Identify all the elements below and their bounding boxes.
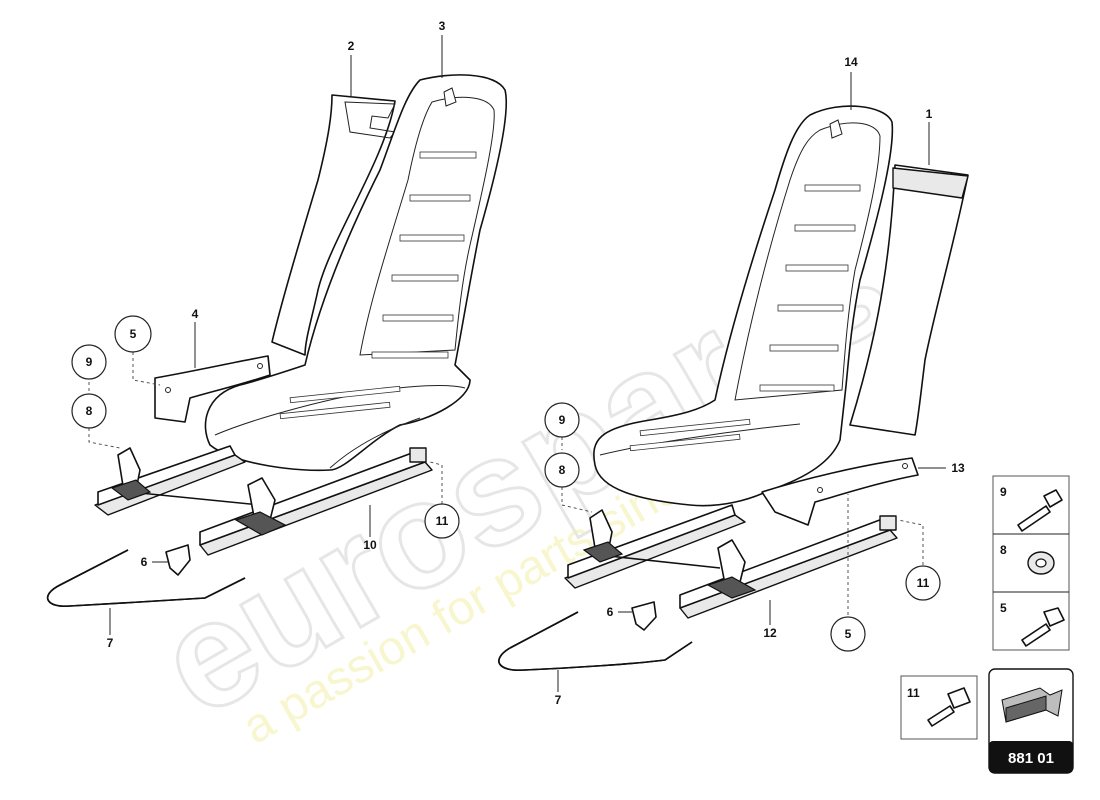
- callout-10: 10: [363, 538, 377, 552]
- seat-shell-right: [593, 105, 894, 507]
- seat-rails-left: [94, 445, 433, 556]
- diagram-code: 881 01: [1008, 750, 1054, 767]
- callout-11: 11: [436, 514, 449, 528]
- callout-6-right: 6: [607, 605, 614, 619]
- callout-7-right: 7: [555, 693, 562, 707]
- callout-9: 9: [86, 355, 93, 369]
- side-bracket-left: [154, 355, 271, 423]
- right-seat-assembly: [498, 105, 969, 671]
- callout-5: 5: [130, 327, 137, 341]
- left-seat-assembly: [46, 74, 508, 607]
- callout-bubble-9-right: [544, 402, 580, 438]
- callouts-left: 2 3 4 5 9 8 6 7 10 11: [71, 19, 460, 650]
- callout-bubble-11: [424, 503, 460, 539]
- knob-left: [165, 544, 191, 576]
- seat-stitching-right: [629, 184, 861, 452]
- legend-label-9: 9: [1000, 485, 1007, 499]
- diagram-code-box: [989, 741, 1073, 773]
- screw-icon: [1021, 607, 1065, 647]
- callout-2: 2: [348, 39, 355, 53]
- seat-shell-left: [204, 74, 508, 472]
- callout-11-right: 11: [917, 576, 930, 590]
- stud-bolt-box: 11: [900, 675, 978, 740]
- callout-bubble-9: [71, 344, 107, 380]
- stud-bolt-icon: [927, 687, 971, 727]
- callout-bubble-11-right: [905, 565, 941, 601]
- legend-label-8: 8: [1000, 543, 1007, 557]
- diagram-code-panel: 881 01: [988, 668, 1074, 774]
- callout-bubble-5-right: [830, 616, 866, 652]
- side-bracket-right: [761, 457, 919, 526]
- logo-emblem-left: [443, 87, 457, 107]
- callouts-right: 14 1 9 8 13 11 6 5 7 12: [544, 55, 965, 707]
- callout-9-right: 9: [559, 413, 566, 427]
- legend-label-5: 5: [1000, 601, 1007, 615]
- bolt-icon: [1017, 489, 1063, 532]
- arrow-icon: [1001, 687, 1063, 723]
- seat-back-cover-left: [271, 94, 396, 356]
- callout-1: 1: [926, 107, 933, 121]
- seat-back-cover-right: [849, 164, 969, 436]
- washer-icon: [1027, 551, 1055, 575]
- callout-4: 4: [192, 307, 199, 321]
- fastener-legend: 9 8 5: [992, 475, 1070, 651]
- adjust-bar-right: [498, 611, 693, 671]
- legend-label-11: 11: [907, 686, 920, 700]
- callout-6: 6: [141, 555, 148, 569]
- callout-14: 14: [844, 55, 858, 69]
- callout-12: 12: [763, 626, 777, 640]
- callout-bubble-8-right: [544, 452, 580, 488]
- callout-3: 3: [439, 19, 446, 33]
- callout-7: 7: [107, 636, 114, 650]
- seat-rails-right: [564, 504, 898, 619]
- knob-right: [631, 601, 657, 631]
- callout-bubble-5: [114, 315, 152, 353]
- seat-stitching-left: [279, 151, 477, 420]
- callout-bubble-8: [71, 393, 107, 429]
- callout-8: 8: [86, 404, 93, 418]
- callout-13: 13: [951, 461, 965, 475]
- logo-emblem-right: [829, 119, 843, 139]
- callout-5-right: 5: [845, 627, 852, 641]
- callout-8-right: 8: [559, 463, 566, 477]
- leader-lines: [88, 35, 946, 692]
